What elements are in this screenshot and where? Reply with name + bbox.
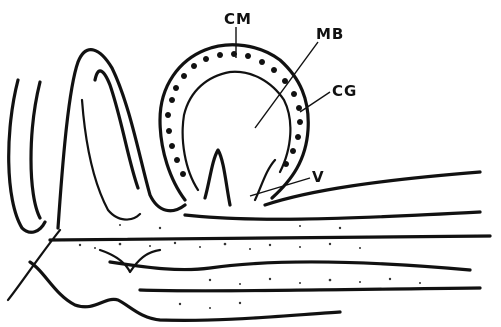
- label-cm: CM: [224, 10, 252, 28]
- layer-mid-2: [50, 236, 490, 240]
- layer-top: [265, 172, 480, 205]
- label-cg: CG: [332, 82, 357, 100]
- layer-low-1: [110, 262, 470, 270]
- fold-inner: [95, 71, 138, 188]
- outer-left-curve-1: [9, 80, 45, 232]
- mushroom-body-inner: [183, 72, 291, 190]
- layer-low-2: [140, 288, 480, 291]
- label-v: V: [312, 168, 325, 186]
- layer-mid-1: [185, 212, 480, 219]
- label-mb: MB: [316, 25, 344, 43]
- leader-v: [250, 178, 310, 196]
- central-stalk: [205, 150, 230, 205]
- outer-left-curve-2: [31, 82, 40, 218]
- fold-outer: [58, 50, 185, 228]
